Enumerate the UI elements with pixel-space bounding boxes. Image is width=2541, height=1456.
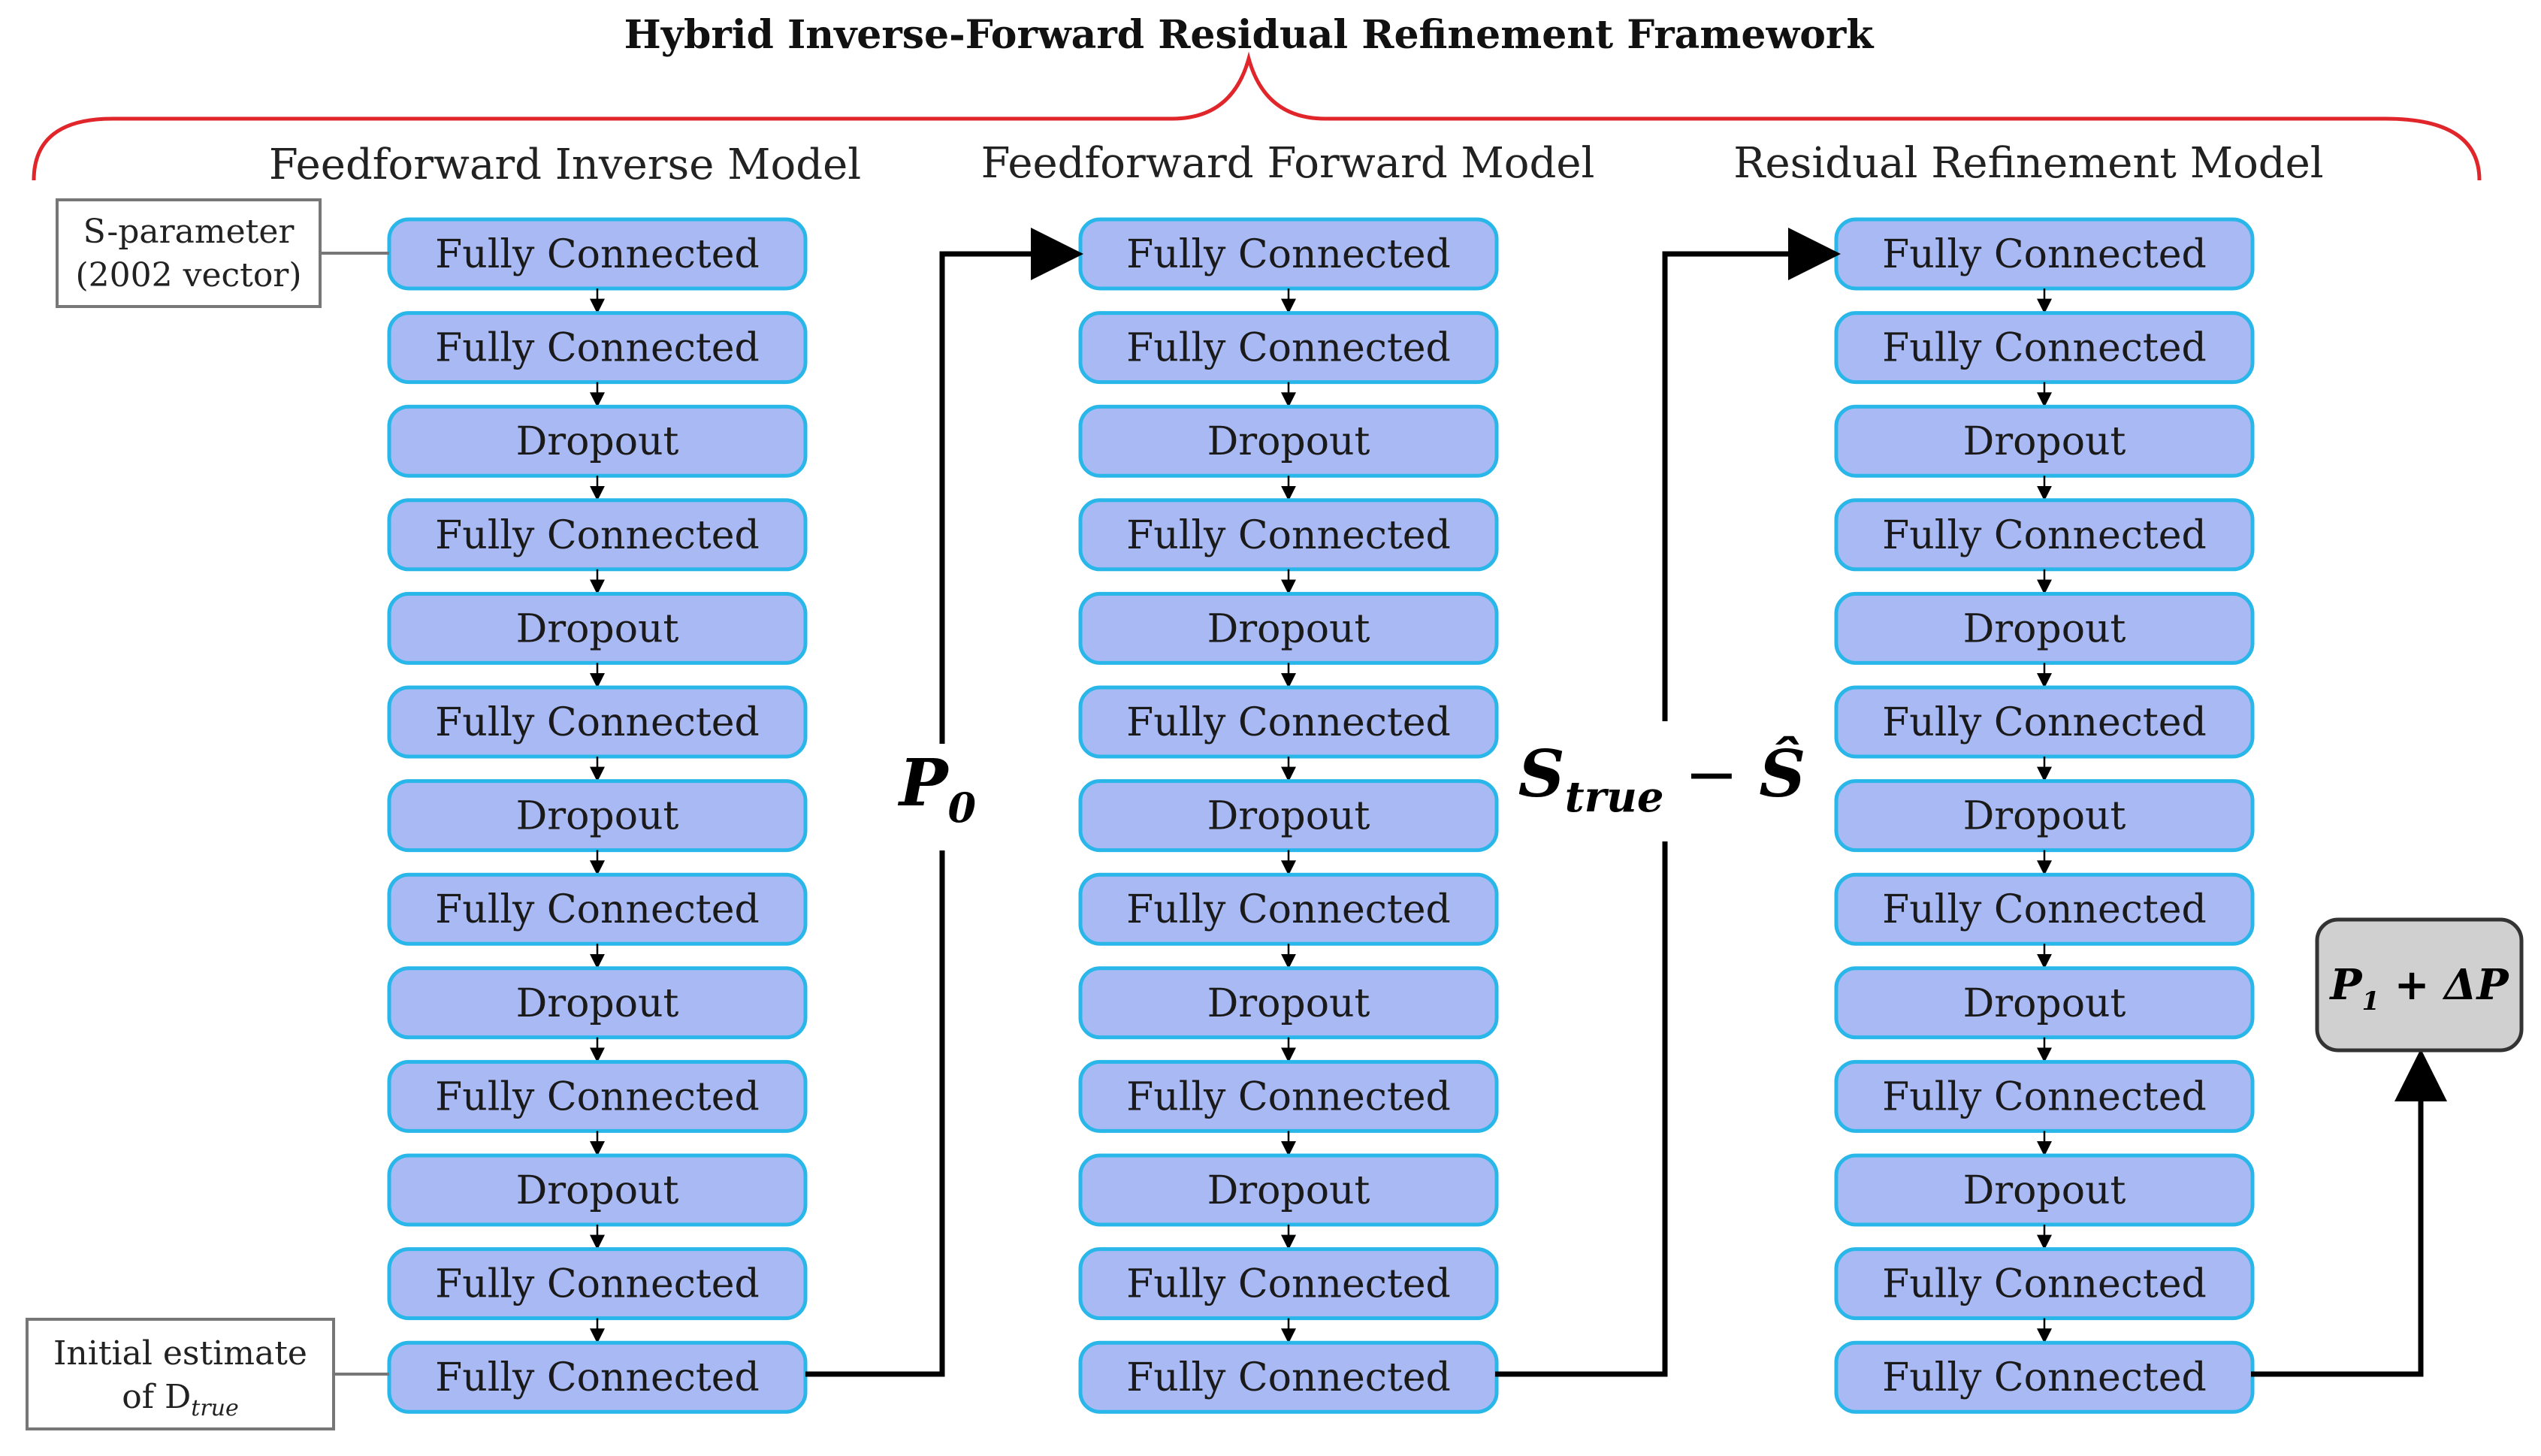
heading-inverse-model: Feedforward Inverse Model	[269, 140, 861, 189]
layer-label: Dropout	[1963, 1168, 2126, 1213]
s-parameter-vector-size: (2002 vector)	[75, 256, 301, 295]
layer-label: Fully Connected	[435, 232, 760, 277]
initial-estimate-note: Initial estimate of Dtrue	[26, 1318, 389, 1430]
layer-label: Dropout	[1207, 794, 1370, 839]
layer-label: Fully Connected	[1882, 232, 2207, 277]
layer-label: Dropout	[516, 1168, 679, 1213]
layer-label: Dropout	[1963, 606, 2126, 651]
initial-estimate-target: of Dtrue	[122, 1378, 239, 1421]
layer-label: Dropout	[1963, 419, 2126, 464]
layer-label: Fully Connected	[435, 1074, 760, 1119]
layer-label: Fully Connected	[1126, 1074, 1451, 1119]
layer-label: Dropout	[1963, 981, 2126, 1026]
layer-label: Fully Connected	[435, 700, 760, 745]
layer-label: Dropout	[516, 981, 679, 1026]
layer-label: Fully Connected	[1126, 700, 1451, 745]
layer-box	[1834, 1340, 2255, 1414]
layer-label: Fully Connected	[435, 1355, 760, 1400]
layer-box	[1078, 1340, 1499, 1414]
layer-label: Fully Connected	[1126, 887, 1451, 932]
final-output-box: P1 + ΔP	[2315, 917, 2524, 1053]
layer-label: Fully Connected	[1126, 1262, 1451, 1307]
layer-label: Fully Connected	[1126, 326, 1451, 371]
layer-label: Fully Connected	[435, 326, 760, 371]
final-output-label: P1 + ΔP	[2328, 960, 2509, 1016]
p0-label: P0	[897, 745, 976, 832]
initial-estimate-label: Initial estimate	[53, 1334, 307, 1373]
layer-label: Dropout	[516, 794, 679, 839]
layer-label: Fully Connected	[1882, 1074, 2207, 1119]
layer-label: Fully Connected	[1882, 1262, 2207, 1307]
framework-brace	[32, 51, 2482, 181]
layer-label: Fully Connected	[435, 513, 760, 558]
s-parameter-label: S-parameter	[83, 213, 295, 251]
layer-label: Fully Connected	[1126, 232, 1451, 277]
layer-label: Fully Connected	[1882, 887, 2207, 932]
connector-forward-to-refinement: Strue − Ŝ	[1495, 228, 1841, 1377]
heading-forward-model: Feedforward Forward Model	[981, 139, 1595, 188]
layer-label: Fully Connected	[435, 887, 760, 932]
layer-label: Fully Connected	[435, 1262, 760, 1307]
layer-label: Dropout	[1207, 981, 1370, 1026]
heading-refinement-model: Residual Refinement Model	[1733, 139, 2323, 188]
layer-label: Dropout	[516, 606, 679, 651]
layer-box	[387, 1340, 808, 1414]
layer-label: Dropout	[1207, 1168, 1370, 1213]
layer-label: Fully Connected	[1882, 326, 2207, 371]
layer-label: Fully Connected	[1882, 700, 2207, 745]
layer-label: Fully Connected	[1126, 513, 1451, 558]
layer-label: Dropout	[1207, 419, 1370, 464]
layer-label: Dropout	[1963, 794, 2126, 839]
connector-inverse-to-forward: P0	[805, 228, 1083, 1377]
diagram-title: Hybrid Inverse-Forward Residual Refineme…	[624, 12, 1875, 58]
layer-label: Fully Connected	[1126, 1355, 1451, 1400]
connector-refinement-to-output	[2251, 1049, 2447, 1377]
layer-label: Fully Connected	[1882, 1355, 2207, 1400]
residual-label: Strue − Ŝ	[1518, 736, 1806, 822]
layer-label: Dropout	[516, 419, 679, 464]
layer-label: Fully Connected	[1882, 513, 2207, 558]
s-parameter-input-note: S-parameter (2002 vector)	[56, 198, 389, 308]
layer-label: Dropout	[1207, 606, 1370, 651]
